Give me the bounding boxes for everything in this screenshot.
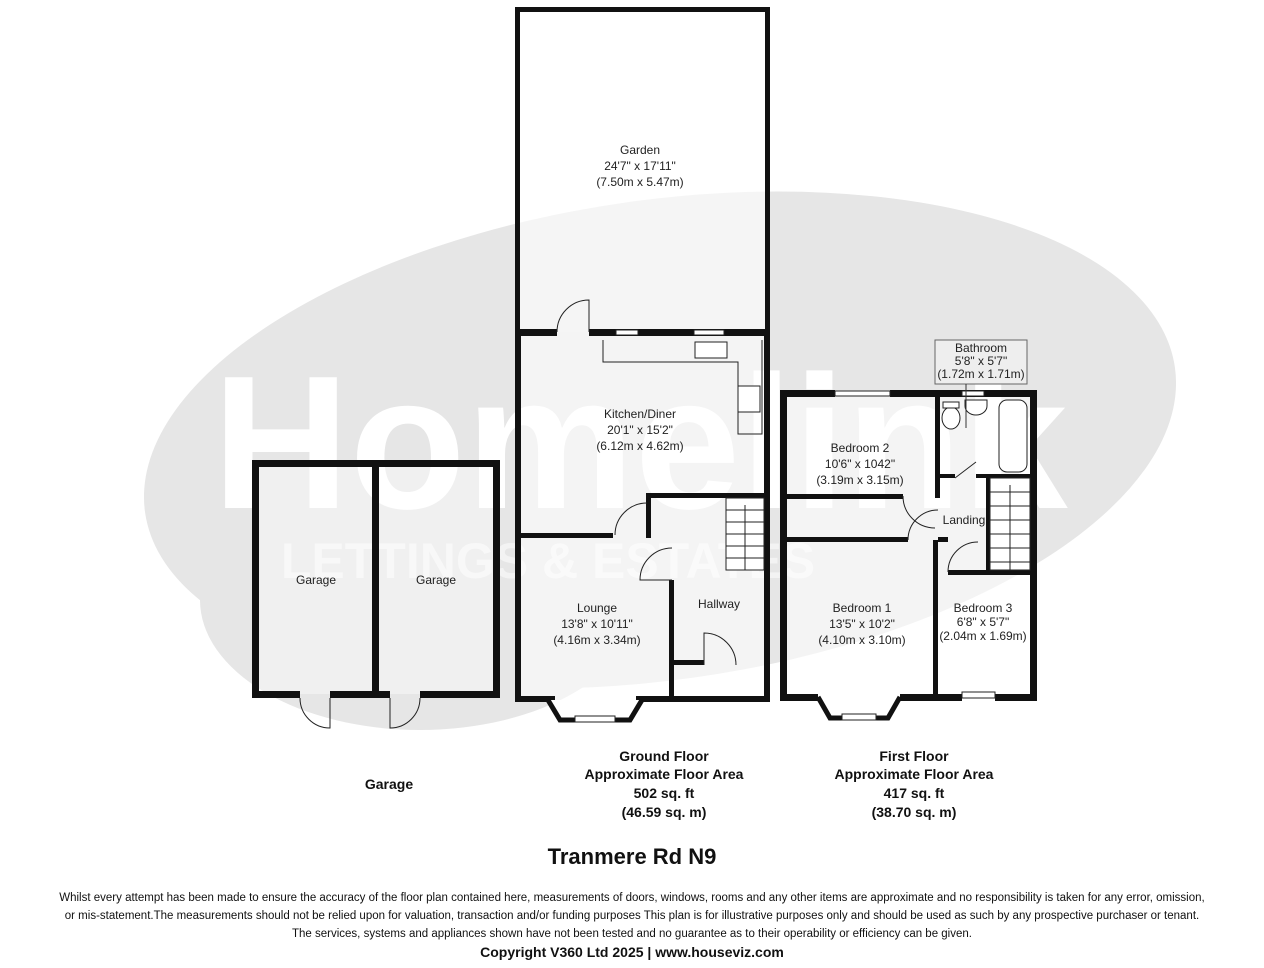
copyright: Copyright V360 Ltd 2025 | www.houseviz.c… xyxy=(480,944,784,960)
kitchen-metric: (6.12m x 4.62m) xyxy=(596,439,683,453)
bathroom-name: Bathroom xyxy=(955,341,1007,355)
ground-floor-title: Ground Floor xyxy=(619,748,709,764)
first-floor xyxy=(780,339,1037,721)
garden-imperial: 24'7" x 17'11" xyxy=(604,159,676,173)
garage2-name: Garage xyxy=(416,573,456,587)
hallway-name: Hallway xyxy=(698,597,740,611)
lounge-imperial: 13'8" x 10'11" xyxy=(561,617,633,631)
garden-name: Garden xyxy=(620,143,660,157)
bedroom2-metric: (3.19m x 3.15m) xyxy=(816,473,903,487)
first-floor-sqm: (38.70 sq. m) xyxy=(872,804,957,820)
property-title: Tranmere Rd N9 xyxy=(547,844,717,869)
bedroom3-imperial: 6'8" x 5'7" xyxy=(957,615,1009,629)
disclaimer-line-3: The services, systems and appliances sho… xyxy=(292,928,972,940)
first-floor-title: First Floor xyxy=(879,748,949,764)
bathroom-imperial: 5'8" x 5'7" xyxy=(955,354,1007,368)
lounge-metric: (4.16m x 3.34m) xyxy=(553,633,640,647)
ground-floor-sqm: (46.59 sq. m) xyxy=(622,804,707,820)
bedroom1-imperial: 13'5" x 10'2" xyxy=(829,617,895,631)
garage1-name: Garage xyxy=(296,573,336,587)
bedroom3-name: Bedroom 3 xyxy=(954,601,1013,615)
ground-floor-sqft: 502 sq. ft xyxy=(634,785,695,801)
kitchen-imperial: 20'1" x 15'2" xyxy=(607,423,673,437)
bedroom2-name: Bedroom 2 xyxy=(831,441,890,455)
ground-floor xyxy=(515,299,770,723)
first-floor-sqft: 417 sq. ft xyxy=(884,785,945,801)
bedroom1-metric: (4.10m x 3.10m) xyxy=(818,633,905,647)
bedroom2-imperial: 10'6" x 1042" xyxy=(825,457,895,471)
disclaimer-line-1: Whilst every attempt has been made to en… xyxy=(59,892,1205,904)
first-floor-subtitle: Approximate Floor Area xyxy=(835,766,994,782)
lounge-name: Lounge xyxy=(577,601,617,615)
ground-floor-subtitle: Approximate Floor Area xyxy=(585,766,744,782)
bedroom3-metric: (2.04m x 1.69m) xyxy=(939,629,1026,643)
kitchen-name: Kitchen/Diner xyxy=(604,407,676,421)
bathroom-metric: (1.72m x 1.71m) xyxy=(937,367,1024,381)
garden-metric: (7.50m x 5.47m) xyxy=(596,175,683,189)
landing-name: Landing xyxy=(943,513,986,527)
garden xyxy=(515,7,770,333)
garage-floor-label: Garage xyxy=(365,776,413,792)
bedroom1-name: Bedroom 1 xyxy=(833,601,892,615)
disclaimer-line-2: or mis-statement.The measurements should… xyxy=(64,910,1200,922)
garages xyxy=(252,460,500,729)
